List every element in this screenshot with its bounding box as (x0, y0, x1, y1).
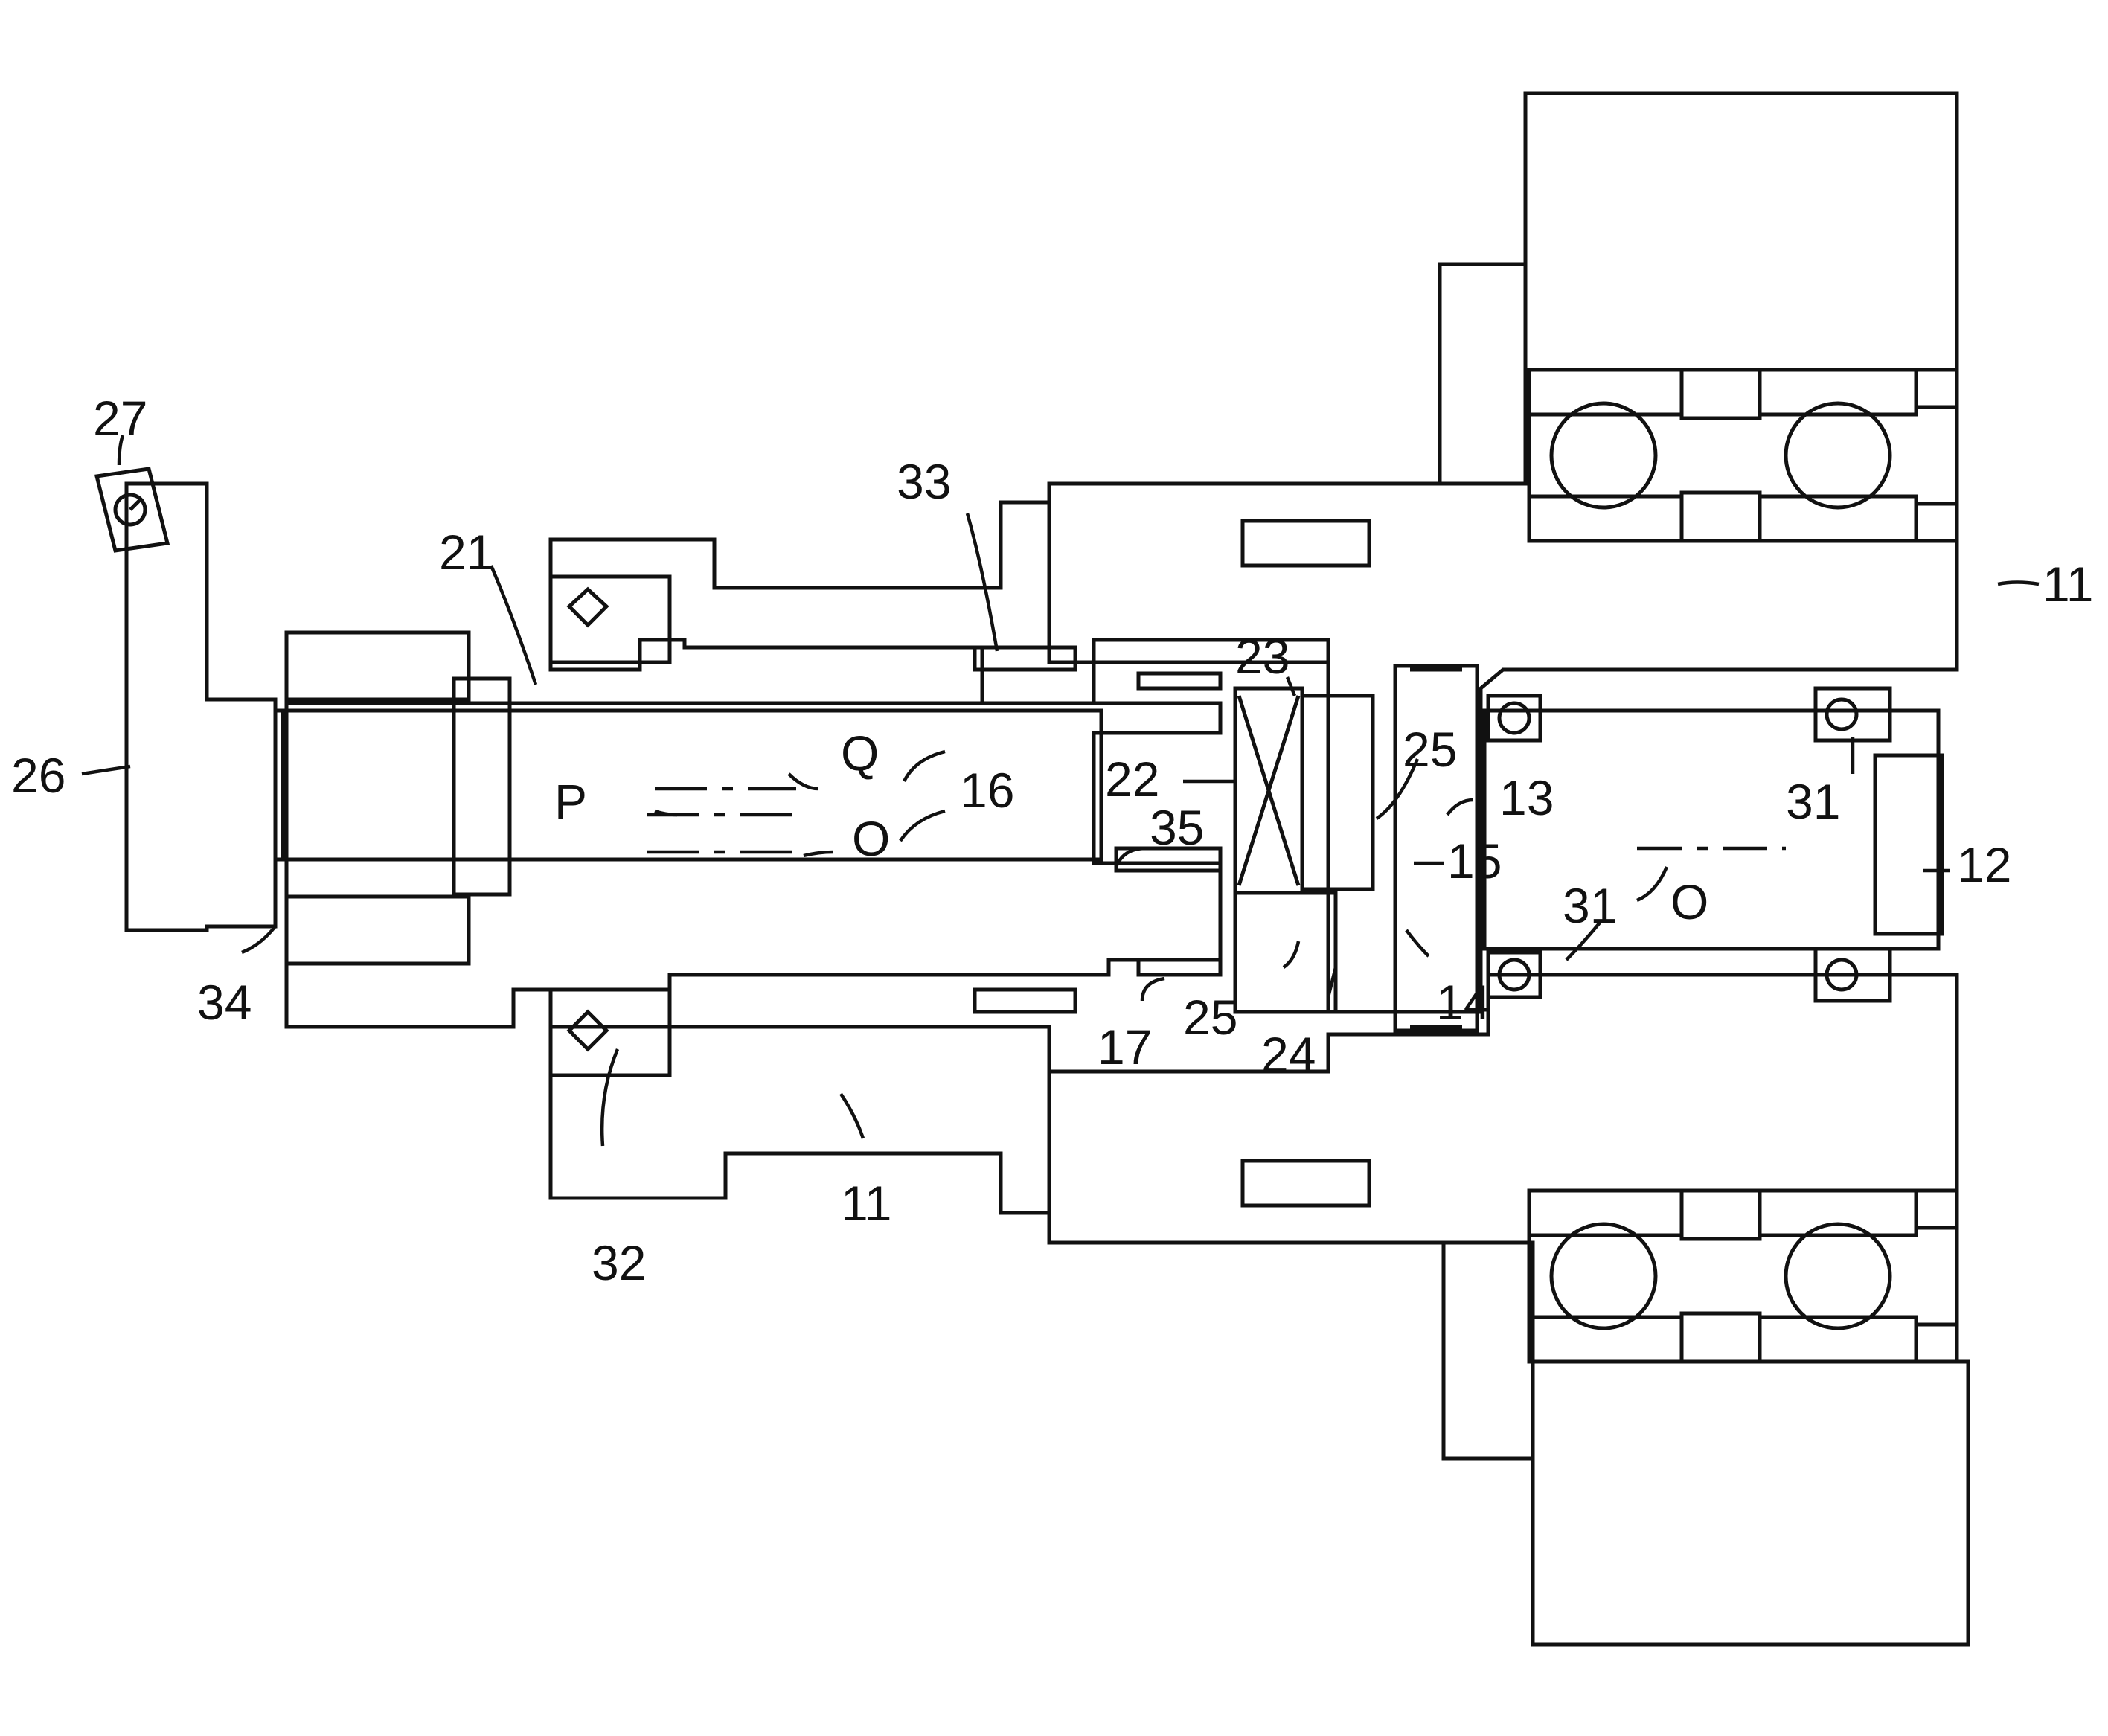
ball-upper-1 (1551, 403, 1656, 507)
housing-flange-upper (1440, 264, 1525, 484)
label-O-right: O (1670, 874, 1708, 929)
label-25-lower: 25 (1183, 990, 1237, 1045)
bolt-upper (1243, 521, 1369, 566)
label-26: 26 (11, 748, 65, 803)
sleeve-33 (975, 647, 1075, 670)
label-25-upper: 25 (1403, 722, 1457, 777)
label-13: 13 (1499, 770, 1554, 825)
label-22: 22 (1105, 752, 1159, 807)
sleeve-lower (975, 990, 1075, 1012)
label-Q: Q (841, 726, 879, 781)
housing-upper-block (1525, 93, 1957, 370)
ball-upper-2 (1786, 403, 1890, 507)
housing-16-lower (286, 703, 1220, 1027)
label-27: 27 (93, 391, 147, 446)
nose-bearing-lower (286, 897, 469, 964)
label-24: 24 (1261, 1027, 1316, 1082)
seal-upper (551, 577, 670, 662)
label-21: 21 (439, 525, 493, 580)
label-17: 17 (1098, 1019, 1152, 1074)
tool-shank (126, 484, 275, 930)
shaft-nose (283, 711, 454, 859)
label-31-lower: 31 (1563, 878, 1617, 933)
ball-lower-1 (1551, 1224, 1656, 1328)
shaft-12-end (1875, 755, 1942, 934)
label-14: 14 (1436, 975, 1490, 1030)
housing-16-bottom-flange (551, 1027, 1049, 1213)
spline-17-lower (1138, 960, 1220, 975)
label-12: 12 (1957, 837, 2011, 892)
reference-labels: 11 11 12 13 14 15 16 17 21 22 23 24 25 2… (11, 391, 2094, 1290)
label-O-left: O (852, 811, 890, 866)
housing-flange-lower (1444, 1243, 1533, 1458)
coupling-block-25 (1302, 696, 1373, 889)
bolt-lower (1243, 1161, 1369, 1205)
housing-lower-block (1533, 1362, 1968, 1644)
label-32: 32 (592, 1235, 646, 1290)
bearing-race-lower (1529, 1191, 1957, 1362)
spindle-body-upper (1049, 484, 1957, 1012)
nose-bearing-upper (286, 632, 469, 699)
label-16: 16 (960, 763, 1014, 818)
tool-shaft-21 (275, 577, 1101, 1075)
main-bearings (1529, 370, 1957, 1362)
cutting-tool-26 (97, 469, 275, 930)
center-lines (647, 789, 1786, 852)
label-33: 33 (897, 454, 951, 509)
coupling-block-24 (1235, 893, 1336, 1012)
label-34: 34 (197, 975, 252, 1030)
label-P: P (554, 774, 587, 829)
label-11-lower: 11 (841, 1176, 892, 1231)
bearing-race-upper (1529, 370, 1957, 541)
label-35: 35 (1150, 800, 1204, 855)
label-11-upper: 11 (2043, 557, 2094, 612)
shaft-12 (1484, 711, 1938, 949)
spline-17-upper (1138, 673, 1220, 688)
ball-lower-2 (1786, 1224, 1890, 1328)
outer-housing (1440, 93, 1968, 1644)
label-31-upper: 31 (1786, 774, 1840, 829)
label-23: 23 (1235, 629, 1290, 684)
label-15: 15 (1447, 833, 1502, 888)
